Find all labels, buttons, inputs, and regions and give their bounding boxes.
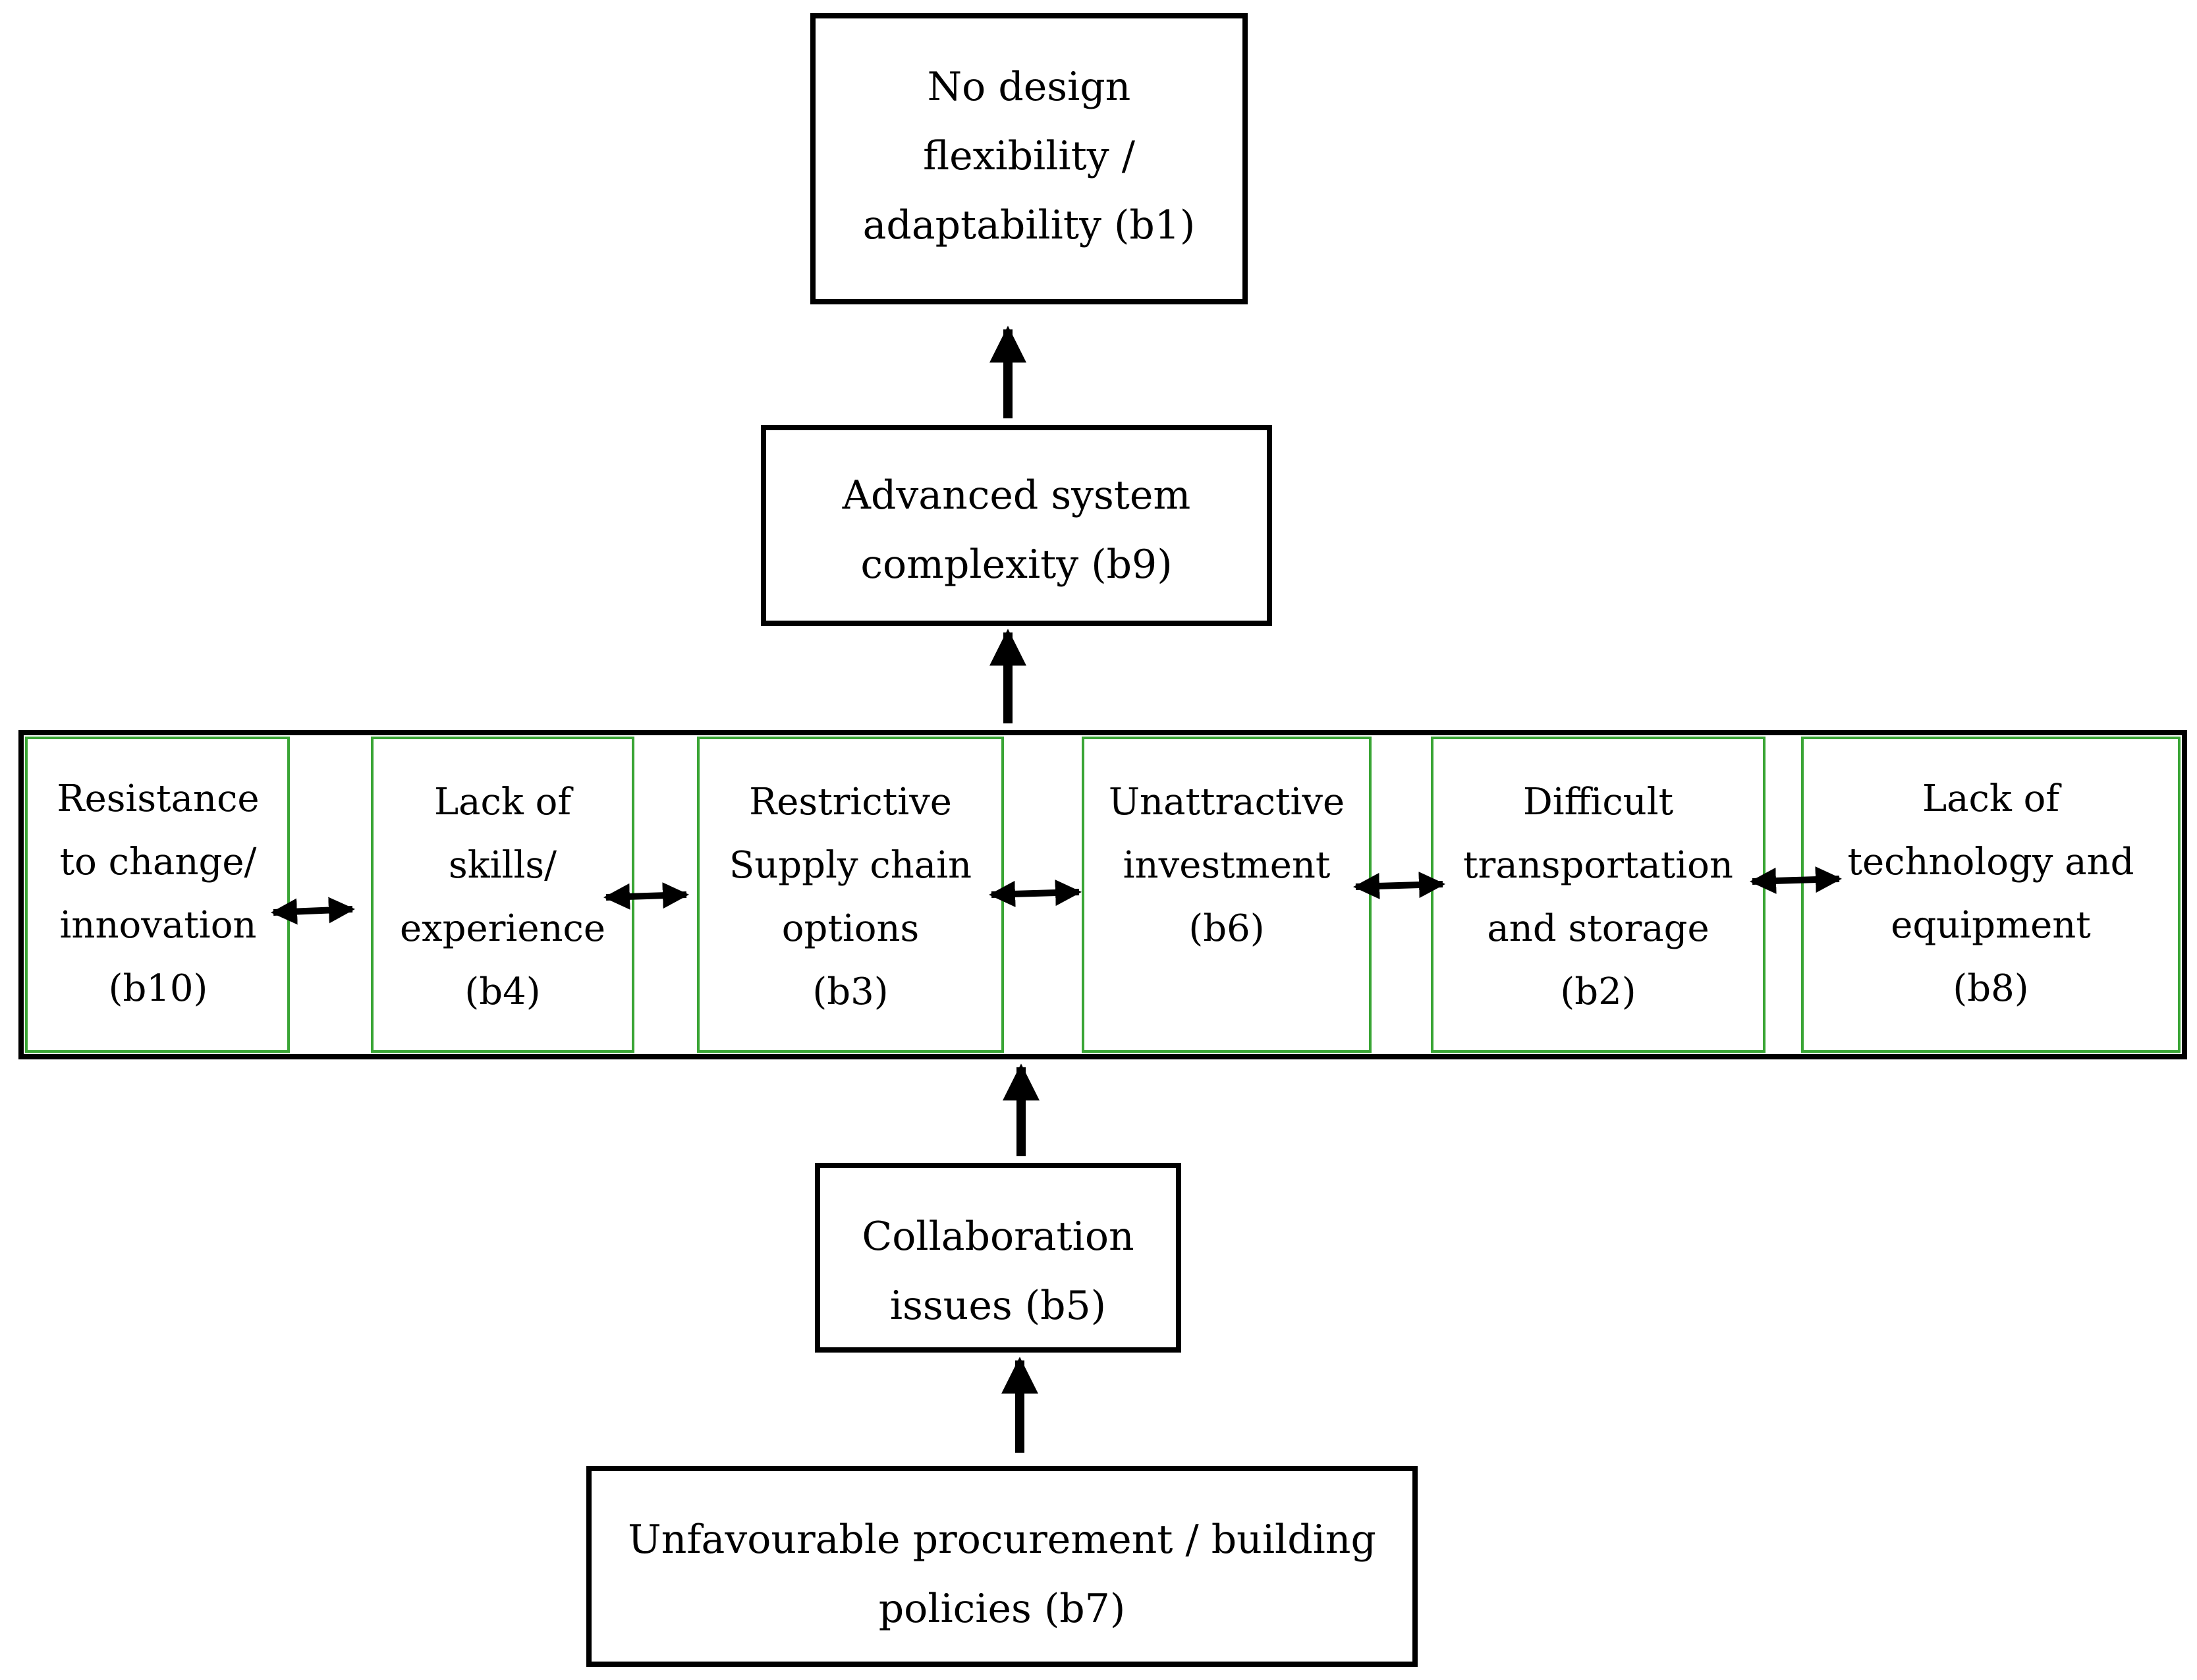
node-b8-label: Lack of technology and equipment (b8) <box>1802 768 2179 1021</box>
node-b8-line-3: equipment <box>1891 904 2091 947</box>
node-b4-label: Lack of skills/ experience (b4) <box>372 771 633 1024</box>
node-b5-box <box>815 1163 1181 1353</box>
arrow-b6-b2 <box>1353 872 1445 899</box>
node-b2-label: Difficult transportation and storage (b2… <box>1432 771 1764 1024</box>
node-b7-label: Unfavourable procurement / building poli… <box>593 1505 1411 1644</box>
node-b4-line-2: skills/ <box>448 844 557 887</box>
node-b6-line-3: (b6) <box>1188 907 1265 950</box>
node-b1-line-2: flexibility / <box>923 133 1135 179</box>
node-b1-label: No design flexibility / adaptability (b1… <box>831 53 1227 260</box>
node-b7-line-2: policies (b7) <box>878 1586 1126 1632</box>
node-b10-box <box>25 737 290 1053</box>
node-b10-line-4: (b10) <box>108 967 208 1010</box>
node-b10-label: Resistance to change/ innovation (b10) <box>26 768 290 1021</box>
node-b3-line-3: options <box>781 907 920 950</box>
node-b10-line-2: to change/ <box>59 841 257 883</box>
node-b1-line-3: adaptability (b1) <box>862 202 1196 248</box>
node-b4-line-3: experience <box>399 907 606 950</box>
node-b3-label: Restrictive Supply chain options (b3) <box>698 771 1003 1024</box>
arrow-b3-b6 <box>989 880 1082 907</box>
node-b6-line-1: Unattractive <box>1108 781 1345 824</box>
middle-group-box <box>18 730 2187 1059</box>
node-b10-line-3: innovation <box>59 904 257 947</box>
node-b8-box <box>1801 737 2181 1053</box>
node-b2-line-3: and storage <box>1487 907 1710 950</box>
node-b9-line-2: complexity (b9) <box>860 542 1173 588</box>
node-b3-line-2: Supply chain <box>729 844 972 887</box>
node-b7-line-1: Unfavourable procurement / building <box>628 1517 1376 1563</box>
node-b9-line-1: Advanced system <box>842 472 1191 518</box>
node-b8-line-2: technology and <box>1847 841 2134 883</box>
node-b2-line-1: Difficult <box>1522 781 1674 824</box>
node-b1-line-1: No design <box>927 64 1131 110</box>
node-b9-box <box>761 425 1272 626</box>
node-b6-label: Unattractive investment (b6) <box>1083 771 1370 961</box>
node-b9-label: Advanced system complexity (b9) <box>777 461 1256 600</box>
node-b3-line-1: Restrictive <box>749 781 952 824</box>
node-b3-line-4: (b3) <box>812 970 889 1013</box>
node-b8-line-1: Lack of <box>1922 777 2060 820</box>
node-b4-line-4: (b4) <box>464 970 541 1013</box>
node-b5-line-2: issues (b5) <box>889 1283 1107 1329</box>
node-b10-line-1: Resistance <box>57 777 260 820</box>
node-b5-label: Collaboration issues (b5) <box>820 1202 1176 1341</box>
node-b5-line-1: Collaboration <box>862 1214 1134 1260</box>
arrow-b4-b3 <box>603 882 689 910</box>
node-b6-line-2: investment <box>1123 844 1331 887</box>
arrow-b10-b4 <box>271 897 355 925</box>
node-b8-line-4: (b8) <box>1953 967 2029 1010</box>
node-b7-box <box>586 1466 1418 1667</box>
arrow-b2-b8 <box>1750 866 1842 894</box>
node-b2-line-4: (b2) <box>1560 970 1636 1013</box>
node-b2-line-2: transportation <box>1463 844 1733 887</box>
node-b1-box <box>810 13 1248 304</box>
node-b4-line-1: Lack of <box>433 781 572 824</box>
